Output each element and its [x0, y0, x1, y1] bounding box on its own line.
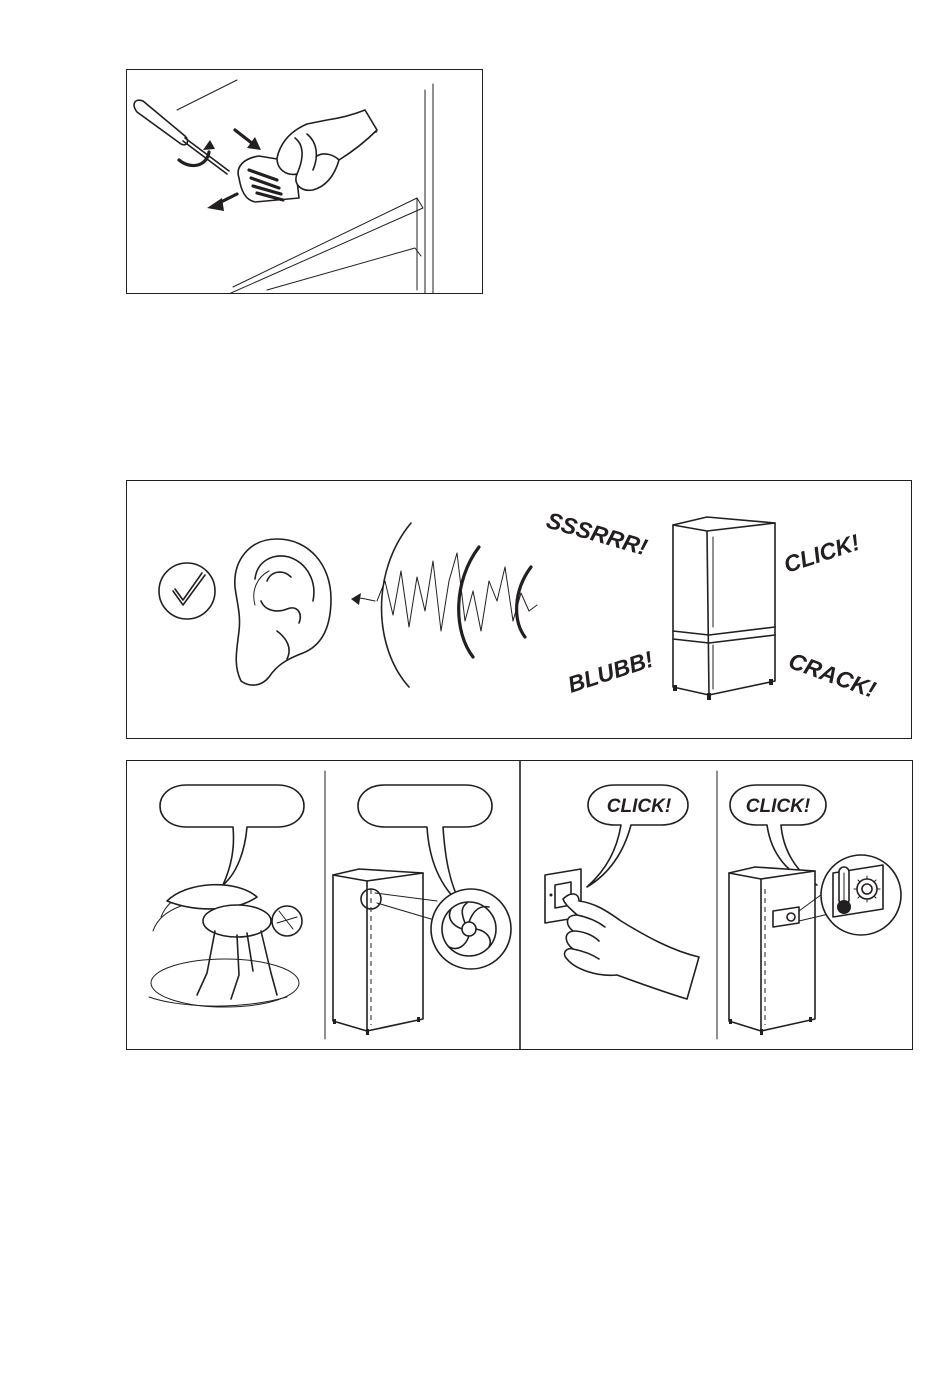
appliance-icon — [333, 869, 423, 1035]
appliance-icon — [729, 867, 815, 1035]
check-circle-icon — [159, 563, 215, 619]
fly-icon — [149, 885, 302, 1007]
hand-icon — [563, 894, 699, 999]
bubble-text-click: CLICK! — [607, 796, 671, 817]
sound-sources-figure: CLICK! CLICK! — [126, 760, 913, 1050]
sound-label-crack: CRACK! — [785, 647, 879, 703]
sound-label-click: CLICK! — [781, 529, 863, 578]
ear-icon — [235, 539, 331, 685]
push-arrow-icon — [235, 130, 261, 150]
normal-sounds-figure: SSSRRR! CLICK! BLUBB! CRACK! — [126, 480, 912, 739]
panel-switch: CLICK! — [545, 785, 699, 999]
bubble-text-click: CLICK! — [746, 796, 810, 817]
speech-bubble-icon — [160, 785, 304, 885]
pull-arrow-icon — [207, 194, 237, 211]
fridge-freezer-icon — [673, 517, 775, 700]
panel-thermostat: CLICK! — [729, 785, 901, 1035]
filter-removal-figure — [126, 69, 483, 294]
panel-fly — [149, 785, 304, 1007]
sound-label-blubb: BLUBB! — [565, 646, 657, 698]
sound-label-sssrrr: SSSRRR! — [544, 507, 651, 561]
sound-wave-icon — [351, 523, 537, 687]
panel-fan — [333, 785, 511, 1035]
